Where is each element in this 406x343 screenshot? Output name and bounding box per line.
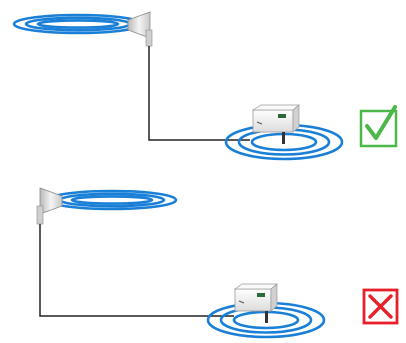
antenna <box>127 11 153 47</box>
antenna-cable <box>39 224 234 317</box>
cross-mark-icon <box>362 288 399 325</box>
panel-incorrect <box>36 187 399 339</box>
check-mark-icon <box>359 105 398 148</box>
panel-correct <box>12 11 398 161</box>
device <box>233 283 278 323</box>
device <box>251 104 300 144</box>
antenna <box>36 187 63 225</box>
antenna-signal-rings <box>12 13 144 35</box>
antenna-signal-rings <box>46 189 178 211</box>
antenna-cable <box>148 46 250 141</box>
